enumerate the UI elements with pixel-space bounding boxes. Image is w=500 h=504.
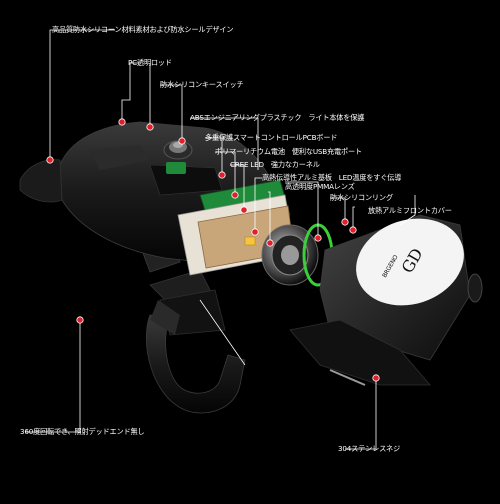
callout-silicone-ring: 防水シリコンリング bbox=[330, 193, 393, 202]
callout-aluminum-board: 高熱伝導性アルミ基板 LED温度をすぐ伝導 bbox=[262, 173, 402, 182]
callout-silicone-material: 高品質防水シリコーン材料素材および防水シールデザイン bbox=[52, 25, 234, 34]
front-cover bbox=[289, 214, 483, 386]
switch-knob bbox=[163, 140, 193, 160]
leader-lines bbox=[25, 29, 416, 450]
callout-pcb-board: 多重保護スマートコントロールPCBボード bbox=[205, 133, 338, 142]
callout-stainless-screw: 304ステンレスネジ bbox=[338, 444, 401, 453]
callout-markers bbox=[46, 118, 380, 382]
callout-battery-usb: ポリマーリチウム電池 便利なUSB充電ポート bbox=[215, 147, 362, 156]
callout-pc-rod: PC透明ロッド bbox=[128, 58, 172, 67]
callout-rotation: 360度回転でき、照射デッドエンド無し bbox=[20, 427, 145, 436]
callout-aluminum-cover: 放熱アルミフロントカバー bbox=[368, 206, 452, 215]
callout-waterproof-switch: 防水シリコンキースイッチ bbox=[160, 80, 244, 89]
callout-cree-led: CREE LED 強力なカーネル bbox=[230, 160, 320, 169]
callout-abs-body: ABSエンジニアリングプラスチック ライト本体を保護 bbox=[190, 113, 365, 122]
callout-pmma-lens: 高透明度PMMAレンズ bbox=[285, 182, 355, 191]
